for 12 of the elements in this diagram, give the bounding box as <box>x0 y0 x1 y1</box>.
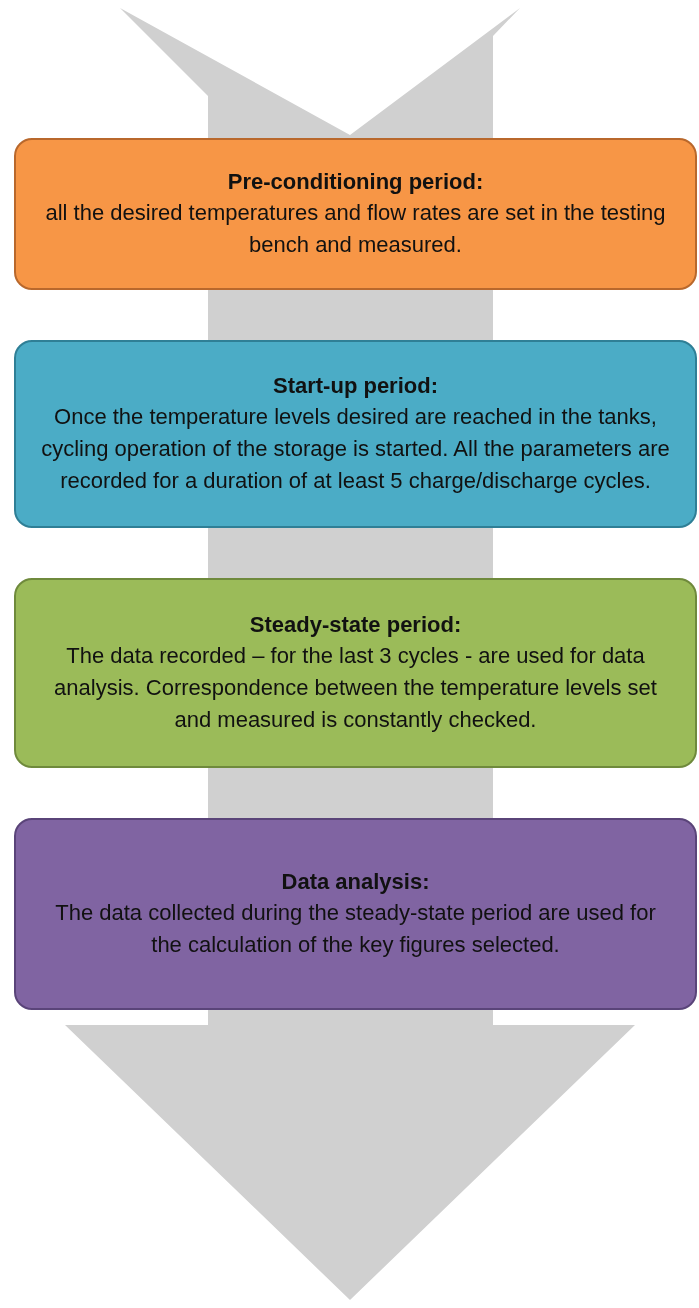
process-box <box>14 340 697 528</box>
box-heading: Pre-conditioning period: <box>227 168 484 196</box>
box-heading: Steady-state period: <box>249 611 462 639</box>
process-box <box>14 818 697 1010</box>
box-text: The data collected during the steady-state period are used for the calculation of the key figures selected. <box>54 899 657 959</box>
box-text: all the desired temperatures and flow rates are set in the testing bench and measured. <box>44 199 667 259</box>
process-box <box>14 138 697 290</box>
box-text: Once the temperature levels desired are reached in the tanks, cycling operation of the storage is started. All the parameters are recorded for a duration of at least 5 charge/discharge cycles. <box>40 403 671 495</box>
box-text: The data recorded – for the last 3 cycles - are used for data analysis. Correspondence between the temperature levels set and measured is constantly checked. <box>53 642 658 734</box>
process-box <box>14 578 697 768</box>
box-heading: Start-up period: <box>273 372 438 400</box>
box-heading: Data analysis: <box>281 868 430 896</box>
